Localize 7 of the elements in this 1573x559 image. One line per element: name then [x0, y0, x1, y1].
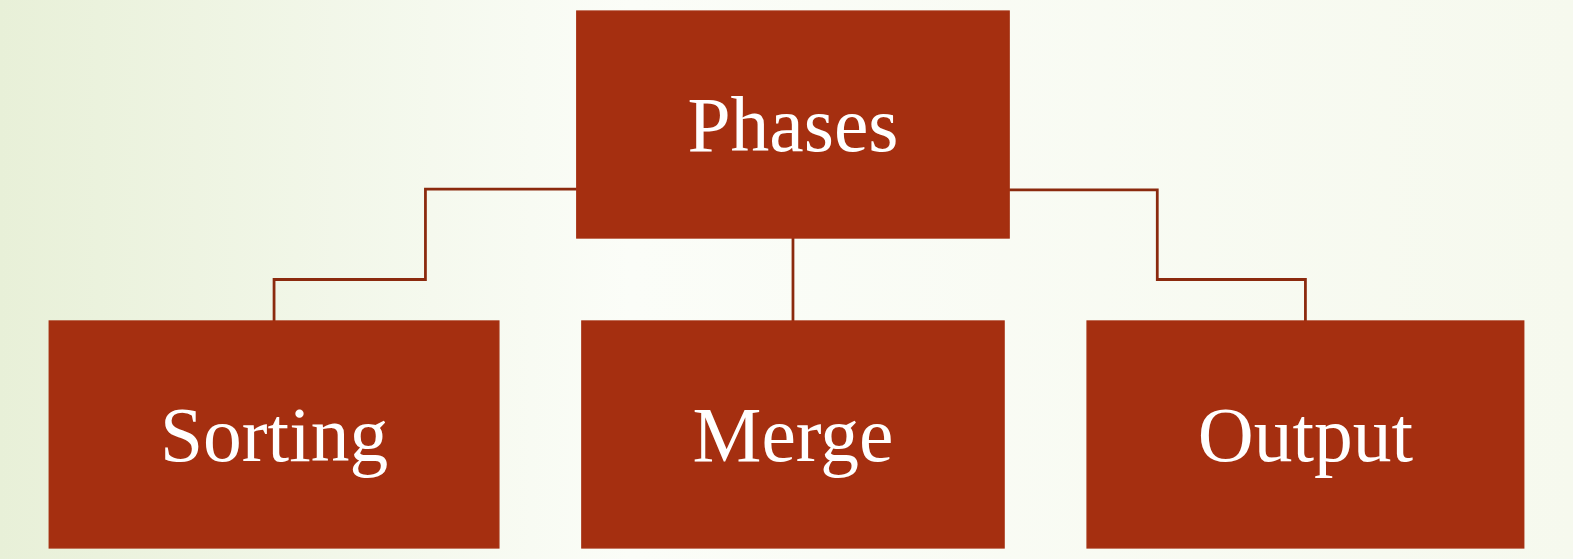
node-box: Merge — [581, 320, 1005, 549]
node-box: Output — [1086, 320, 1525, 549]
connector — [791, 236, 795, 323]
node-box: Phases — [576, 10, 1010, 239]
connector — [272, 187, 577, 323]
node-box: Sorting — [48, 320, 500, 549]
connector — [1009, 188, 1307, 323]
